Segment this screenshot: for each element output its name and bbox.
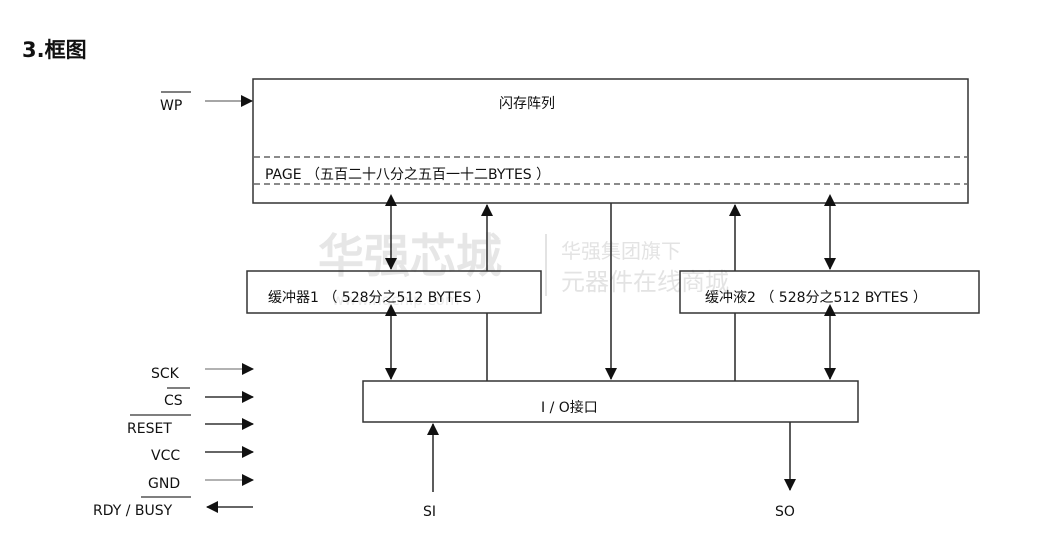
- pin-so-label: SO: [775, 504, 795, 520]
- pin-sck-label: SCK: [151, 366, 180, 382]
- pin-labels: WP SCK CS RESET VCC GND RDY / BUSY SI SO: [93, 91, 795, 520]
- watermark-tagline2: 元器件在线商城: [561, 268, 729, 296]
- io-block: I / O接口: [362, 380, 859, 423]
- watermark: 华强芯城 华强集团旗下 元器件在线商城 www.hqchip.com: [318, 229, 729, 309]
- pin-vcc-label: VCC: [151, 448, 180, 464]
- flash-array-box: [252, 78, 969, 204]
- flash-array-label: 闪存阵列: [499, 96, 555, 112]
- section-heading: 3.框图: [22, 38, 87, 62]
- pin-si-label: SI: [423, 504, 436, 520]
- pin-cs-label: CS: [164, 393, 183, 409]
- pin-rdy-busy-label: RDY / BUSY: [93, 503, 173, 519]
- pin-gnd-label: GND: [148, 476, 180, 492]
- io-label: I / O接口: [541, 399, 598, 416]
- flash-array-block: 闪存阵列 PAGE （五百二十八分之五百一十二BYTES ）: [252, 78, 969, 204]
- page-label: PAGE （五百二十八分之五百一十二BYTES ）: [265, 167, 550, 183]
- buffer2-block: 缓冲液2 （ 528分之512 BYTES ）: [679, 270, 980, 314]
- buffer1-block: 缓冲器1 （ 528分之512 BYTES ）: [246, 270, 542, 314]
- io-box: [362, 380, 859, 423]
- pin-reset-label: RESET: [127, 421, 172, 437]
- watermark-tagline1: 华强集团旗下: [561, 239, 681, 263]
- watermark-brand: 华强芯城: [318, 229, 502, 283]
- buffer1-label: 缓冲器1 （ 528分之512 BYTES ）: [268, 290, 490, 306]
- watermark-url: www.hqchip.com: [332, 291, 459, 309]
- buffer2-label: 缓冲液2 （ 528分之512 BYTES ）: [705, 290, 927, 306]
- pin-wp-label: WP: [160, 98, 182, 114]
